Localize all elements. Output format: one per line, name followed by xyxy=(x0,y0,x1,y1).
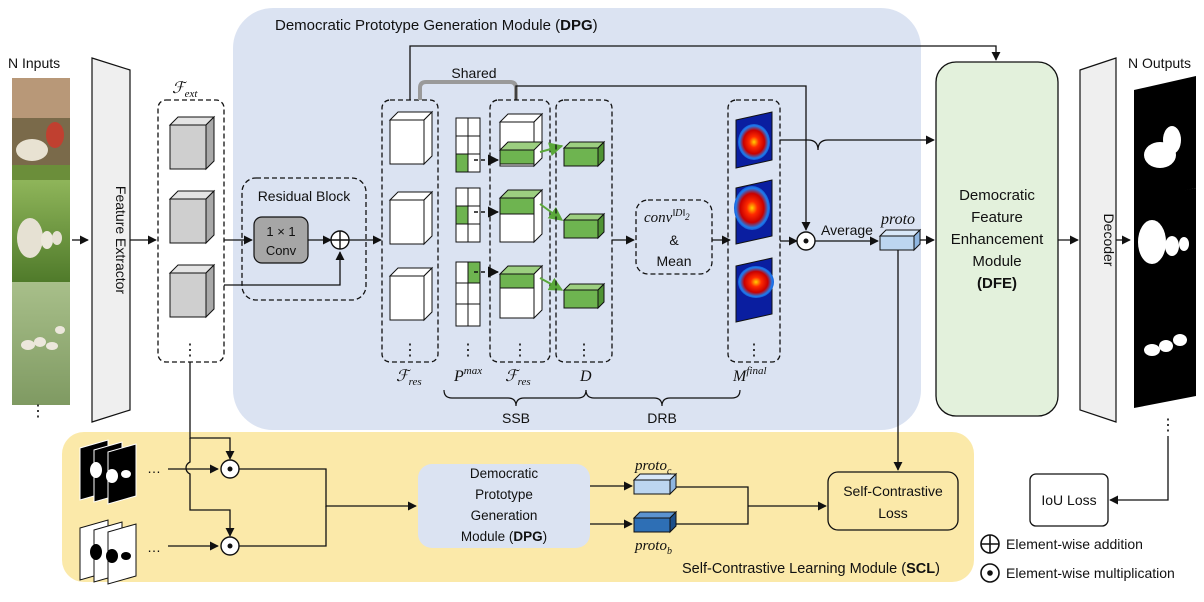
m-final-label: Mfinal xyxy=(732,365,767,385)
input-image-1 xyxy=(12,78,70,181)
ssb-label: SSB xyxy=(502,410,530,426)
dfe-label-4: Module xyxy=(972,253,1021,270)
scl-title: Self-Contrastive Learning Module (SCL) xyxy=(682,561,940,577)
multiply-op xyxy=(796,231,816,251)
f-ext-label: ℱext xyxy=(172,80,198,100)
p-max-label: Pmax xyxy=(453,365,482,385)
scl-dpg-label-2: Prototype xyxy=(475,487,533,502)
m-final-dots: ⋮ xyxy=(746,342,762,359)
decoder-label: Decoder xyxy=(1101,214,1117,267)
d-cube-1 xyxy=(562,140,606,168)
svg-text:Conv: Conv xyxy=(266,243,297,258)
legend-add-label: Element-wise addition xyxy=(1006,536,1143,552)
dfe-module xyxy=(935,61,1059,417)
d-label: D xyxy=(579,368,592,385)
conv-mean-block xyxy=(635,199,713,275)
self-contrastive-label-2: Loss xyxy=(878,505,908,521)
f-ext-cube-3 xyxy=(168,263,216,319)
f-res2-cube-1 xyxy=(498,112,544,168)
average-label: Average xyxy=(821,222,873,238)
n-inputs-label: N Inputs xyxy=(8,55,60,71)
proto-c-vector xyxy=(632,472,678,496)
scl-ellipsis-bottom: … xyxy=(147,539,161,555)
f-res2-cube-2 xyxy=(498,188,544,244)
f-res-label: ℱres xyxy=(396,368,422,388)
self-contrastive-loss-box xyxy=(827,471,959,531)
iou-loss-box xyxy=(1029,473,1109,527)
d-stack xyxy=(555,99,613,363)
f-res-dots: ⋮ xyxy=(402,342,418,359)
f-ext-cube-1 xyxy=(168,115,216,171)
proto-b-label: protob xyxy=(634,538,672,557)
inputs-more-dots: ⋮ xyxy=(30,403,46,420)
f-res2-dots: ⋮ xyxy=(512,342,528,359)
dfe-label-3: Enhancement xyxy=(951,231,1044,248)
self-contrastive-label-1: Self-Contrastive xyxy=(843,483,943,499)
f-res-cube-3 xyxy=(388,266,434,322)
feature-extractor: Feature Extractor xyxy=(91,57,131,423)
legend-mul-label: Element-wise multiplication xyxy=(1006,565,1175,581)
m-final-heatmap-1 xyxy=(735,111,773,169)
f-res2-cube-3 xyxy=(498,264,544,320)
iou-loss-label: IoU Loss xyxy=(1041,492,1096,508)
m-final-stack xyxy=(727,99,781,363)
d-cube-2 xyxy=(562,212,606,240)
output-mask-2 xyxy=(1134,188,1196,312)
amp-label: & xyxy=(669,232,679,248)
feature-extractor-label: Feature Extractor xyxy=(113,186,129,294)
proto-b-vector xyxy=(632,510,678,534)
residual-add-op xyxy=(330,230,350,250)
scl-ellipsis-top: … xyxy=(147,460,161,476)
p-max-dots: ⋮ xyxy=(460,342,476,359)
f-res-stack-2 xyxy=(489,99,551,363)
f-ext-cube-2 xyxy=(168,189,216,245)
conv-norm-label: conv‖D‖2 xyxy=(644,208,690,226)
mean-label: Mean xyxy=(656,253,691,269)
scl-dpg-box xyxy=(418,464,590,548)
drb-brace xyxy=(585,389,741,407)
f-res-cube-1 xyxy=(388,110,434,166)
m-final-heatmap-2 xyxy=(734,179,773,245)
f-ext-stack xyxy=(157,99,225,363)
conv-1x1-block: 1 × 1 Conv xyxy=(253,216,309,264)
shared-label: Shared xyxy=(451,65,496,81)
decoder: Decoder xyxy=(1079,57,1117,423)
dfe-label-2: Feature xyxy=(971,209,1023,226)
legend-mul-icon xyxy=(980,563,1000,583)
scl-dpg-label-3: Generation xyxy=(471,508,538,523)
outputs-dots: ⋮ xyxy=(1160,417,1176,434)
dfe-label-1: Democratic xyxy=(959,187,1035,204)
proto-c-label: protoc xyxy=(634,458,672,477)
n-outputs-label: N Outputs xyxy=(1128,55,1191,71)
scl-dpg-label-1: Democratic xyxy=(470,466,539,481)
output-mask-1 xyxy=(1134,76,1196,202)
residual-block xyxy=(241,177,367,301)
d-cube-3 xyxy=(562,282,606,310)
m-final-heatmap-3 xyxy=(735,257,774,323)
proto-vector xyxy=(878,228,922,252)
output-mask-3 xyxy=(1134,296,1196,408)
scl-multiply-bottom xyxy=(220,536,240,556)
input-image-3 xyxy=(12,282,70,405)
f-res2-label: ℱres xyxy=(505,368,531,388)
f-res-cube-2 xyxy=(388,190,434,246)
svg-text:1 × 1: 1 × 1 xyxy=(266,224,295,239)
input-image-2 xyxy=(12,180,70,283)
residual-block-label: Residual Block xyxy=(258,188,352,204)
p-max-grid-1 xyxy=(455,117,481,173)
drb-label: DRB xyxy=(647,410,677,426)
scl-mask-stack-bottom xyxy=(79,519,137,585)
scl-multiply-top xyxy=(220,459,240,479)
d-dots: ⋮ xyxy=(576,342,592,359)
f-ext-dots: ⋮ xyxy=(182,342,198,359)
dfe-abbr: (DFE) xyxy=(977,275,1017,292)
p-max-grid-2 xyxy=(455,187,481,243)
scl-mask-stack-top xyxy=(79,439,137,505)
legend-add-icon xyxy=(980,534,1000,554)
dpg-title: Democratic Prototype Generation Module (… xyxy=(275,17,598,34)
scl-dpg-label-4: Module (DPG) xyxy=(461,529,547,544)
ssb-brace xyxy=(443,389,587,407)
proto-label: proto xyxy=(880,211,915,228)
